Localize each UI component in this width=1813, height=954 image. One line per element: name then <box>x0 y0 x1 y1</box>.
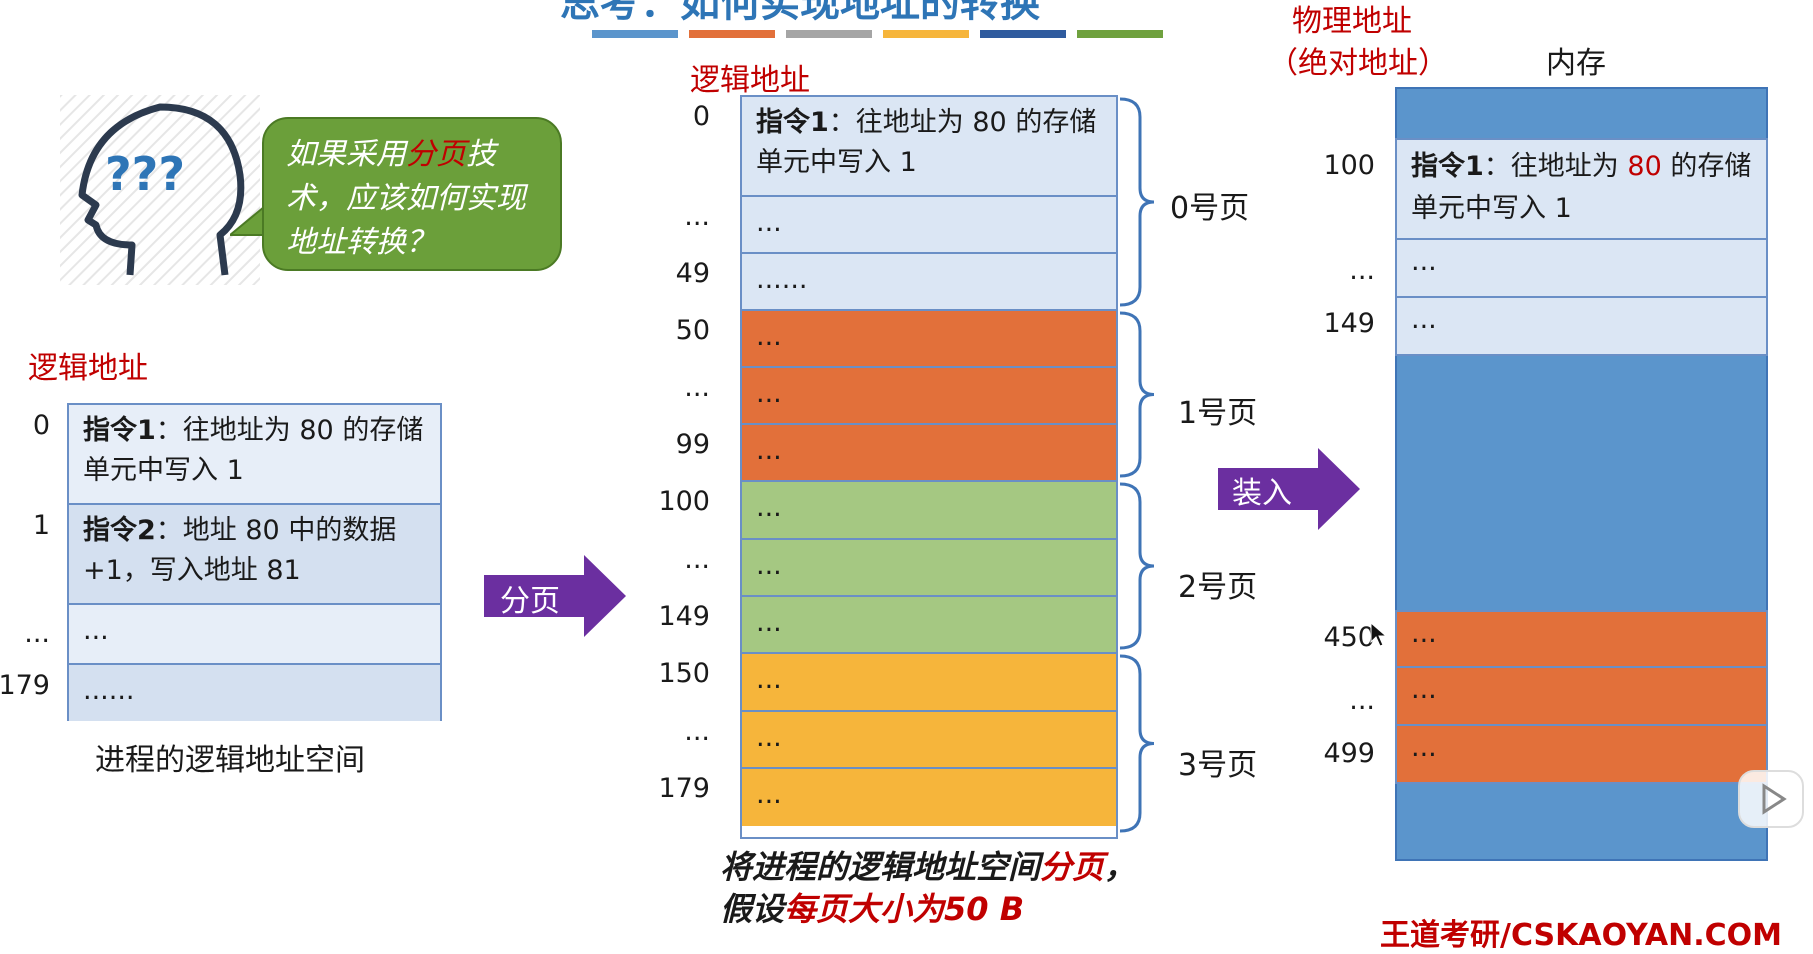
left-row-1: 指令2：地址 80 中的数据+1，写入地址 81 <box>69 505 440 605</box>
middle-addr-1: ... <box>684 201 710 232</box>
middle-row-1: ... <box>742 197 1116 254</box>
color-bar-orange <box>689 30 775 38</box>
color-bar-gray <box>786 30 872 38</box>
left-row-2: ... <box>69 605 440 665</box>
middle-row-0: 指令1：往地址为 80 的存储单元中写入 1 <box>742 97 1116 197</box>
memory-cell-450: ... <box>1395 610 1768 668</box>
left-logical-space: 指令1：往地址为 80 的存储单元中写入 1 指令2：地址 80 中的数据+1，… <box>67 403 442 721</box>
middle-row-2: ...... <box>742 254 1116 311</box>
middle-logical-space: 指令1：往地址为 80 的存储单元中写入 1..................… <box>740 95 1118 839</box>
left-addr-3: 179 <box>0 670 50 701</box>
middle-logical-address-label: 逻辑地址 <box>690 63 810 98</box>
play-icon <box>1762 783 1787 815</box>
middle-addr-8: 149 <box>658 601 710 632</box>
mouse-cursor-icon <box>1370 622 1388 647</box>
left-space-caption: 进程的逻辑地址空间 <box>95 743 365 778</box>
memory-label: 内存 <box>1546 46 1606 81</box>
page-label-3: 3号页 <box>1178 748 1258 783</box>
phys-addr-499: 499 <box>1323 738 1375 769</box>
middle-row-6: ... <box>742 482 1116 540</box>
paging-caption: 将进程的逻辑地址空间分页，假设每页大小为50 B <box>720 848 1137 928</box>
bubble-text: 如果采用 <box>286 137 406 172</box>
phys-addr-100: 100 <box>1323 150 1375 181</box>
color-bar-yellow <box>883 30 969 38</box>
middle-addr-5: 99 <box>675 429 710 460</box>
bubble-text-rest: 技术，应该如何实现地址转换？ <box>286 137 526 260</box>
paging-arrow-label: 分页 <box>500 584 560 619</box>
svg-text:???: ??? <box>105 147 185 201</box>
color-bar-blue <box>592 30 678 38</box>
middle-row-5: ... <box>742 425 1116 482</box>
page-braces <box>1119 97 1155 833</box>
left-logical-address-label: 逻辑地址 <box>28 351 148 386</box>
color-bar-green <box>1077 30 1163 38</box>
page-label-1: 1号页 <box>1178 396 1258 431</box>
middle-addr-4: ... <box>684 372 710 403</box>
phys-addr-149: 149 <box>1323 308 1375 339</box>
middle-row-9: ... <box>742 654 1116 712</box>
memory-cell-mid: ... <box>1395 240 1768 298</box>
page-label-0: 0号页 <box>1170 191 1250 226</box>
middle-row-3: ... <box>742 311 1116 368</box>
phys-addr-dots2: ... <box>1349 685 1375 716</box>
left-row-0: 指令1：往地址为 80 的存储单元中写入 1 <box>69 405 440 505</box>
question-bubble: 如果采用分页技术，应该如何实现地址转换？ <box>262 117 562 271</box>
left-addr-1: 1 <box>32 510 50 541</box>
memory-cell-149: ... <box>1395 298 1768 356</box>
bubble-highlight: 分页 <box>406 137 466 172</box>
absolute-address-label: （绝对地址） <box>1268 46 1448 81</box>
left-addr-0: 0 <box>32 410 50 441</box>
middle-row-8: ... <box>742 597 1116 654</box>
paging-arrow <box>484 555 626 637</box>
middle-addr-6: 100 <box>658 486 710 517</box>
memory-cell-100: 指令1：往地址为 80 的存储单元中写入 1 <box>1395 138 1768 240</box>
middle-addr-9: 150 <box>658 658 710 689</box>
left-row-3: ...... <box>69 665 440 721</box>
play-button[interactable] <box>1738 770 1804 828</box>
physical-address-label: 物理地址 <box>1292 4 1412 39</box>
color-bar-navy <box>980 30 1066 38</box>
phys-addr-dots1: ... <box>1349 255 1375 286</box>
middle-row-11: ... <box>742 769 1116 826</box>
middle-addr-11: 179 <box>658 773 710 804</box>
load-arrow-label: 装入 <box>1232 476 1292 511</box>
middle-row-10: ... <box>742 712 1116 769</box>
middle-row-4: ... <box>742 368 1116 425</box>
watermark: 王道考研/CSKAOYAN.COM <box>1380 918 1782 953</box>
middle-addr-3: 50 <box>675 315 710 346</box>
memory-cell-499: ... <box>1395 726 1768 784</box>
phys-addr-450: 450 <box>1323 622 1375 653</box>
middle-row-7: ... <box>742 540 1116 597</box>
middle-addr-7: ... <box>684 544 710 575</box>
slide-title: 思考：如何实现地址的转换 <box>560 0 1040 26</box>
load-arrow <box>1218 448 1360 530</box>
thinking-head-icon: ??? <box>60 95 260 285</box>
memory-cell-475: ... <box>1395 668 1768 726</box>
page-label-2: 2号页 <box>1178 570 1258 605</box>
middle-addr-10: ... <box>684 716 710 747</box>
middle-addr-2: 49 <box>675 258 710 289</box>
middle-addr-0: 0 <box>692 101 710 132</box>
left-addr-2: ... <box>24 618 50 649</box>
